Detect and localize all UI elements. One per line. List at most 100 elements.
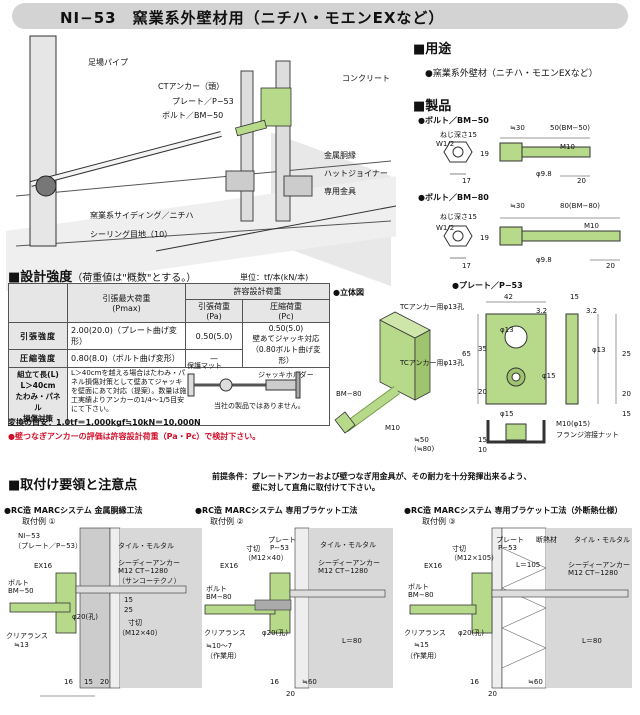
combo-cell: L＞40cmを越える場合はたわみ・パネル損傷対策として壁あてジャッキを壁面にあて…: [67, 367, 330, 426]
ex1-sub: 取付例 ①: [22, 517, 56, 526]
ex1-label-ex16: EX16: [34, 562, 53, 570]
plate-label-20b: 20: [622, 390, 631, 398]
ex2-label-sungiri: 寸切: [246, 545, 260, 553]
ex1-label-15: 15: [124, 596, 133, 604]
tension-pa: 0.50(5.0): [185, 321, 243, 351]
header-allow: 許容設計荷重: [185, 283, 330, 300]
ex1-label-m12: M12 CT−1280: [118, 567, 169, 575]
bolt80-name: ●ボルト／BM−80: [418, 193, 489, 202]
bolt50-label-20: 20: [577, 177, 586, 185]
plate-label-15: 15: [570, 293, 579, 301]
conversion-note: 変換の目安：1.0tf＝1,000kgf≒10kN＝10,000N: [8, 418, 201, 427]
bolt80-label-30: ≒30: [510, 202, 525, 210]
bolt80-label-20: 20: [606, 262, 615, 270]
bolt50-name: ●ボルト／BM−50: [418, 116, 489, 125]
plate-label-phi13b: φ13: [592, 346, 606, 354]
warning-note: ●壁つなぎアンカーの評価は許容設計荷重（Pa・Pc）で検討下さい。: [8, 432, 261, 441]
bolt50-label-19: 19: [480, 150, 489, 158]
solid-label-bm80: BM−80: [336, 390, 362, 398]
bolt50-label-50: 50(BM−50): [550, 124, 590, 132]
ex1-label-plate: （プレート／P−53）: [14, 542, 82, 550]
ex2-title: ●RC造 MARCシステム 専用ブラケット工法: [195, 506, 358, 515]
plate-label-phi15b: φ15: [500, 410, 514, 418]
label-dedicated-bracket: 専用金具: [324, 187, 356, 196]
ex1-label-16: 16: [64, 678, 73, 686]
combo-text: L＞40cmを越える場合はたわみ・パネル損傷対策として壁あてジャッキを壁面にあて…: [71, 369, 187, 413]
label-concrete: コンクリート: [342, 74, 390, 83]
ex1-label-20: 20: [100, 678, 109, 686]
ex3-label-insulation: 断熱材: [536, 536, 557, 544]
ex3-label-cd-anchor: シーディーアンカー: [568, 561, 630, 569]
bolt80-label-17: 17: [462, 262, 471, 270]
ex2-label-20: 20: [286, 690, 295, 698]
strength-table: 引張最大荷重 (Pmax) 許容設計荷重 引張荷重 (Pa) 圧縮荷重 (Pc)…: [8, 283, 330, 426]
ex2-drawing: [204, 527, 393, 689]
label-hat-joiner: ハットジョイナー: [324, 169, 388, 178]
bolt80-label-dia: φ9.8: [536, 256, 552, 264]
solid-label-50: ≒50: [414, 436, 429, 444]
header-pc: 圧縮荷重 (Pc): [242, 299, 330, 323]
bolt80-label-w12: W1/2: [436, 224, 455, 232]
table-corner: [8, 283, 68, 323]
ex3-label-ex16: EX16: [424, 562, 443, 570]
ex1-label-cd-anchor: シーディーアンカー: [118, 559, 180, 567]
ex1-label-tile: タイル・モルタル: [118, 542, 174, 550]
bolt80-label-m10: M10: [584, 222, 599, 230]
plate-label-25: 25: [622, 350, 631, 358]
ex1-label-sanko: （サンコーテクノ）: [118, 577, 181, 585]
solid-label-80: (≒80): [414, 445, 435, 453]
strength-header: 設計強度（荷重値は"概数"とする。）: [8, 266, 196, 285]
ex1-label-sungiri: 寸切: [128, 619, 142, 627]
label-ct-anchor: CTアンカー（頭）: [158, 82, 225, 91]
ex3-label-m12: M12 CT−1280: [568, 569, 619, 577]
ex1-label-ni53: NI−53: [18, 532, 41, 540]
ex1-label-15b: 15: [84, 678, 93, 686]
ex2-label-plate: プレート: [268, 536, 296, 544]
ex2-label-60: ≒60: [302, 678, 317, 686]
ex3-label-l80: L＝80: [582, 637, 602, 645]
ex3-label-20: 20: [488, 690, 497, 698]
combo-label-mat: 保護マット: [187, 362, 222, 370]
header-pmax: 引張最大荷重 (Pmax): [67, 283, 186, 323]
ex1-drawing: [9, 527, 202, 697]
ex3-label-clearance: クリアランス: [404, 629, 446, 637]
label-scaffold-pipe: 足場パイプ: [88, 58, 128, 67]
ex2-label-p53: P−53: [270, 544, 289, 552]
strength-heading: 設計強度: [8, 270, 72, 285]
ex3-label-work: （作業用）: [406, 652, 441, 660]
bolt50-label-17: 17: [462, 177, 471, 185]
usage-heading: 用途: [413, 38, 451, 57]
ex2-label-cd-anchor: シーディーアンカー: [318, 559, 380, 567]
title-bar: NI−53 窯業系外壁材用（ニチハ・モエンEXなど）: [12, 3, 628, 29]
row-compression-label: 圧縮強度: [8, 349, 68, 368]
ex2-label-bolt: ボルト: [206, 585, 227, 593]
jack-drawing: [187, 371, 301, 399]
ex3-sub: 取付例 ③: [422, 517, 456, 526]
tension-pc: 0.50(5.0) 壁あてジャッキ対応 （0.80ボルト曲げ変形）: [242, 322, 330, 368]
bolt50-label-30: ≒30: [510, 124, 525, 132]
tension-pmax: 2.00(20.0)（プレート曲げ変形）: [67, 321, 186, 351]
plate-label-15c: 15: [478, 436, 487, 444]
plate-label-phi13: φ13: [500, 326, 514, 334]
bolt80-drawing: [443, 217, 621, 261]
usage-text: ●窯業系外壁材（ニチハ・モエンEXなど）: [425, 69, 598, 79]
ex1-label-phi20: φ20(孔): [72, 613, 98, 621]
ex2-label-ex16: EX16: [220, 562, 239, 570]
plate-label-tc: TCアンカー用φ13孔: [400, 303, 464, 311]
products-heading: 製品: [413, 95, 451, 114]
ex3-label-plate: プレート: [496, 536, 524, 544]
solid-label-m10: M10: [385, 424, 400, 432]
ex3-label-15: ≒15: [414, 641, 429, 649]
solid-view-heading: ●立体図: [333, 288, 364, 297]
plate-label-42: 42: [504, 293, 513, 301]
ex1-label-bm50: BM−50: [8, 587, 34, 595]
ex2-label-l80: L＝80: [342, 637, 362, 645]
solid-view-drawing: [334, 311, 431, 434]
bolt50-label-dia: φ9.8: [536, 170, 552, 178]
label-metal-furring: 金属胴縁: [324, 151, 356, 160]
plate-label-20: 20: [478, 388, 487, 396]
bolt80-label-19: 19: [480, 234, 489, 242]
plate-label-phi15: φ15: [542, 372, 556, 380]
ex2-label-clearance: クリアランス: [204, 629, 246, 637]
ex2-label-tile: タイル・モルタル: [320, 541, 376, 549]
